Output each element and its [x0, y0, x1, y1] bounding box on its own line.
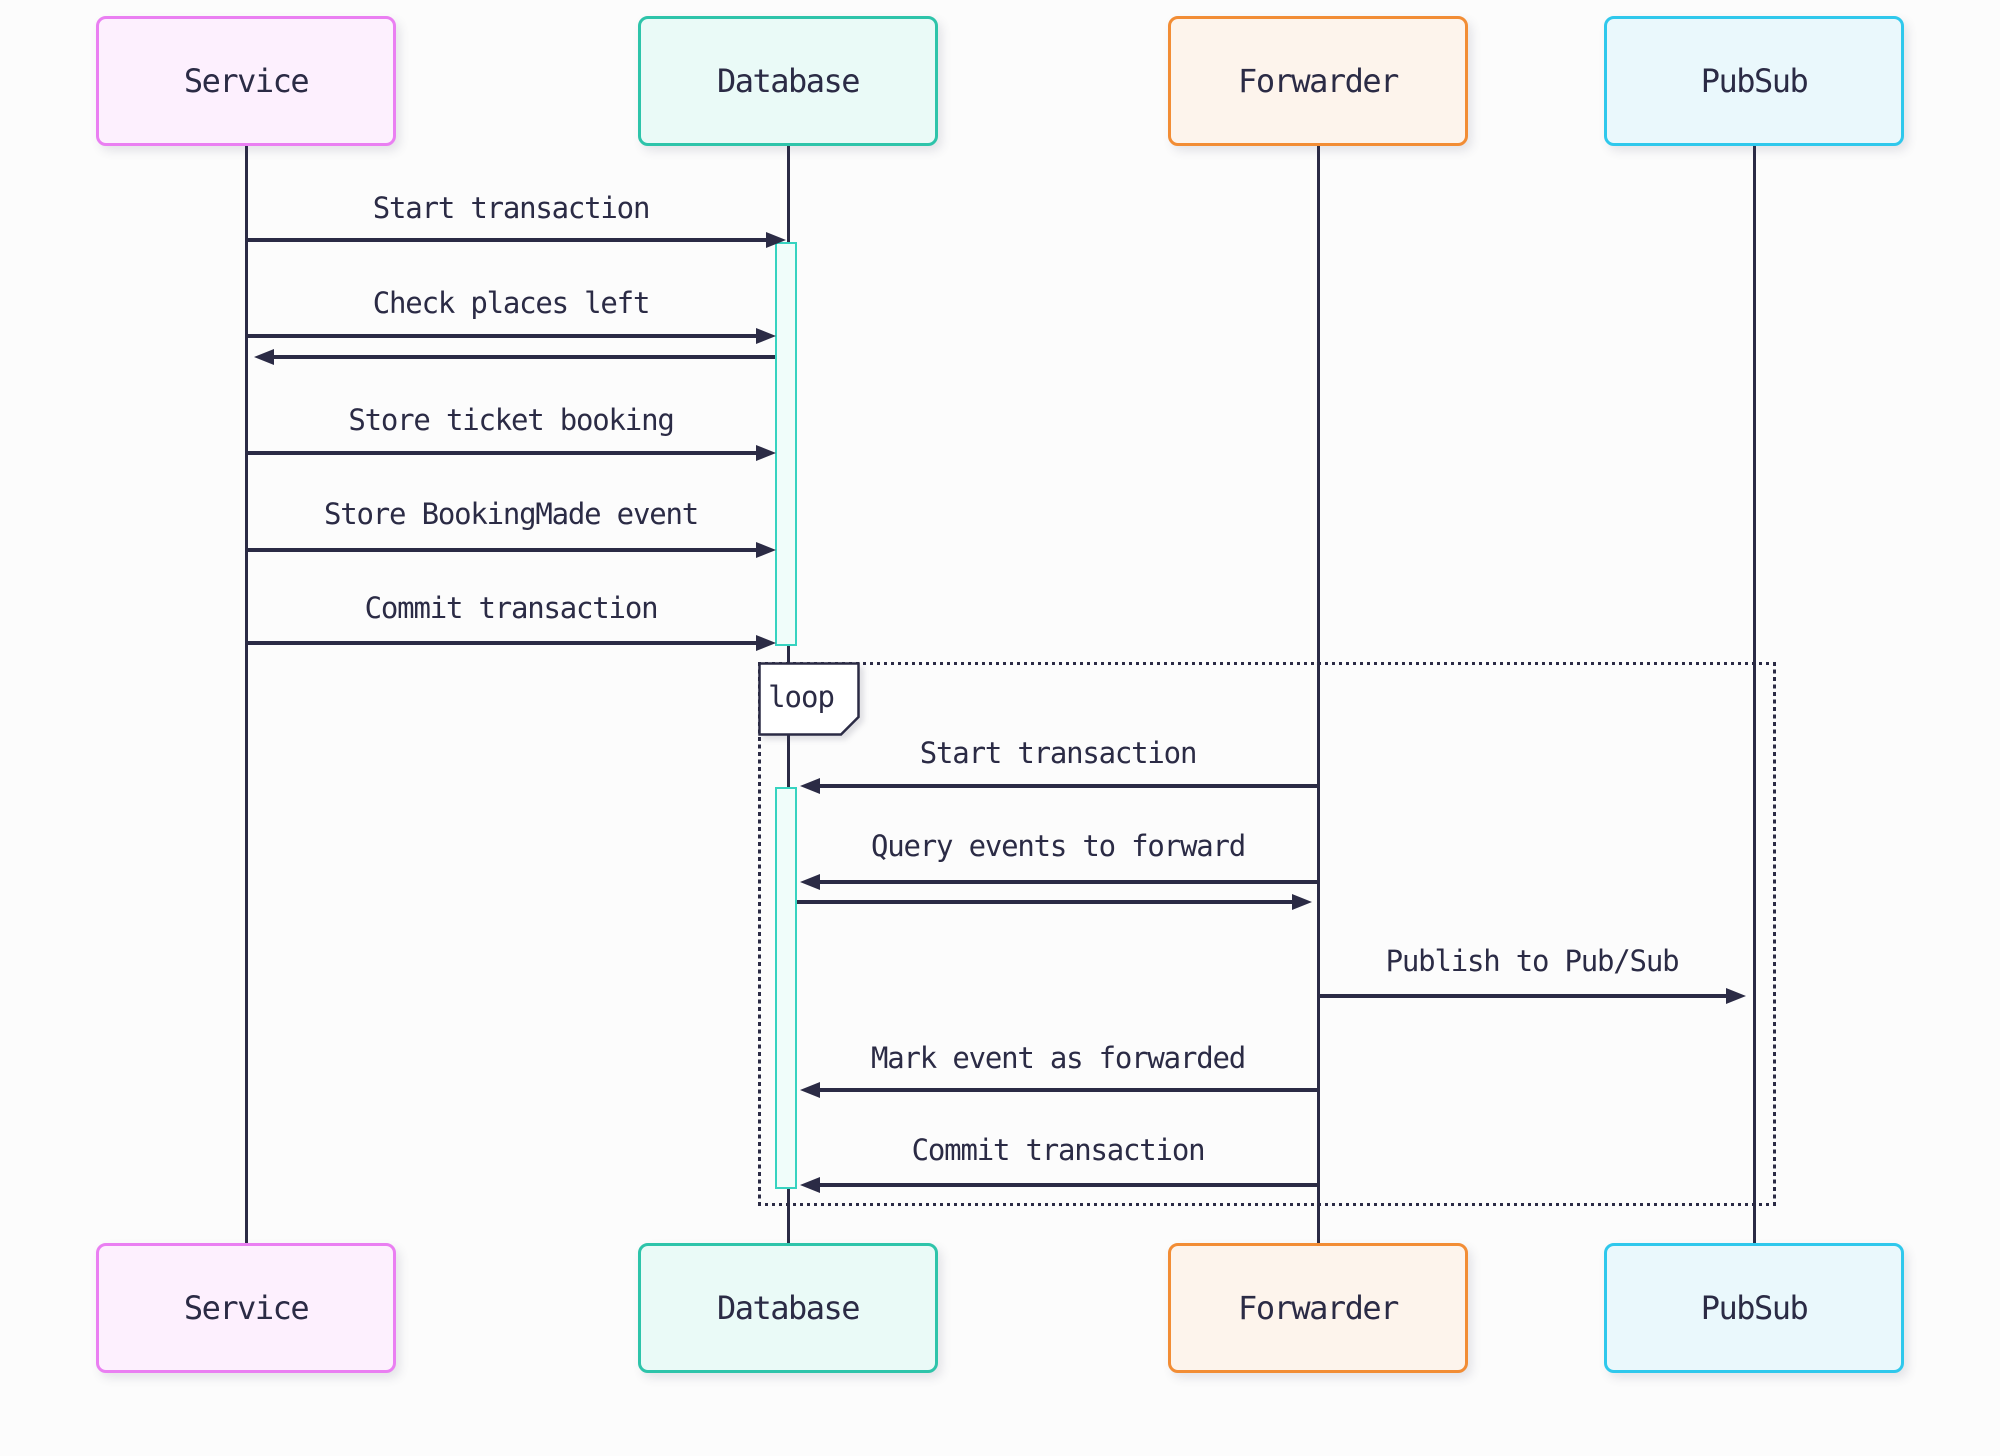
loop-frame-border-left	[758, 662, 761, 1206]
arrowhead-right	[756, 542, 776, 558]
message-line	[248, 548, 756, 552]
participant-database-top: Database	[638, 16, 938, 146]
loop-tab-shape	[758, 662, 860, 736]
message-line	[1318, 994, 1726, 998]
participant-forwarder-bottom: Forwarder	[1168, 1243, 1468, 1373]
message-label: Start transaction	[372, 191, 651, 225]
arrowhead-right	[756, 635, 776, 651]
arrowhead-left	[800, 1177, 820, 1193]
arrowhead-left	[800, 778, 820, 794]
loop-frame-border-top	[758, 662, 1776, 665]
loop-label: loop	[768, 680, 835, 714]
participant-label: Service	[183, 1289, 310, 1327]
arrowhead-right	[1292, 894, 1312, 910]
lifeline-pubsub	[1752, 146, 1756, 1245]
arrowhead-left	[254, 349, 274, 365]
loop-frame	[758, 662, 1776, 1206]
message-label: Check places left	[372, 286, 651, 320]
message-label: Mark event as forwarded	[871, 1041, 1246, 1075]
message-label: Commit transaction	[911, 1133, 1206, 1167]
participant-pubsub-top: PubSub	[1604, 16, 1904, 146]
participant-label: Forwarder	[1238, 1289, 1399, 1327]
participant-label: Service	[183, 62, 310, 100]
arrowhead-right	[1726, 988, 1746, 1004]
participant-label: Database	[716, 1289, 861, 1327]
message-line	[248, 238, 766, 242]
participant-service-bottom: Service	[96, 1243, 396, 1373]
arrowhead-right	[756, 445, 776, 461]
arrowhead-left	[800, 1082, 820, 1098]
participant-label: Forwarder	[1238, 62, 1399, 100]
activation-bar-database-2	[775, 787, 797, 1189]
participant-pubsub-bottom: PubSub	[1604, 1243, 1904, 1373]
activation-bar-database-1	[775, 242, 797, 646]
participant-forwarder-top: Forwarder	[1168, 16, 1468, 146]
participant-label: PubSub	[1700, 1289, 1809, 1327]
message-line	[820, 1088, 1318, 1092]
message-return-line	[797, 900, 1292, 904]
lifeline-forwarder	[1316, 146, 1320, 1245]
message-label: Commit transaction	[364, 591, 659, 625]
message-line	[820, 1183, 1318, 1187]
loop-label-tab: loop	[758, 662, 860, 736]
message-label: Query events to forward	[871, 829, 1246, 863]
message-line	[820, 880, 1318, 884]
loop-frame-border-right	[1773, 662, 1776, 1206]
participant-label: PubSub	[1700, 62, 1809, 100]
message-line	[820, 784, 1318, 788]
participant-service-top: Service	[96, 16, 396, 146]
message-line	[248, 641, 756, 645]
loop-frame-border-bottom	[758, 1203, 1776, 1206]
arrowhead-right	[756, 328, 776, 344]
message-line	[248, 334, 756, 338]
message-return-line	[274, 355, 775, 359]
participant-database-bottom: Database	[638, 1243, 938, 1373]
message-line	[248, 451, 756, 455]
arrowhead-left	[800, 874, 820, 890]
message-label: Store BookingMade event	[324, 497, 699, 531]
message-label: Store ticket booking	[348, 403, 674, 437]
lifeline-service	[244, 146, 248, 1245]
message-label: Start transaction	[919, 736, 1198, 770]
participant-label: Database	[716, 62, 861, 100]
arrowhead-right	[766, 232, 786, 248]
message-label: Publish to Pub/Sub	[1385, 944, 1680, 978]
